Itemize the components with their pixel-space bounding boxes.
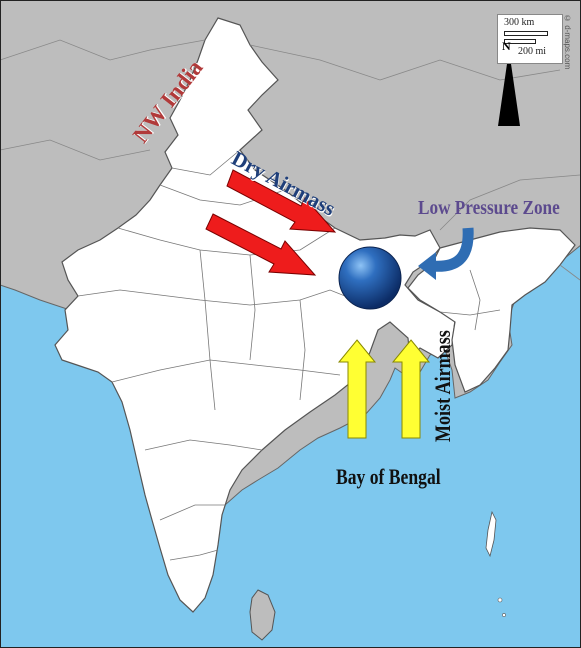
moist-arrow-right — [391, 339, 431, 439]
scale-mi-label: 200 mi — [518, 46, 547, 57]
curved-arrow-head — [418, 252, 436, 280]
curved-arrow-shaft — [431, 227, 474, 272]
bay-of-bengal-label: Bay of Bengal — [336, 464, 441, 489]
india-landmass — [54, 17, 456, 613]
low-pressure-zone-label: Low Pressure Zone — [418, 197, 560, 219]
moist-airmass-label: Moist Airmass — [430, 330, 455, 442]
dry-airmass-arrows — [205, 169, 337, 276]
map-credit: © d-maps.com — [563, 14, 572, 70]
dry-arrow-lower — [205, 213, 317, 276]
nicobar-island-2 — [502, 613, 506, 617]
nicobar-island — [497, 597, 503, 603]
scale-mi-bar — [504, 39, 536, 44]
andaman-islands — [485, 510, 497, 558]
state-borders — [77, 149, 501, 561]
sri-lanka — [249, 589, 276, 641]
scale-km-label: 300 km — [504, 17, 535, 28]
moist-arrow-left — [337, 339, 377, 439]
north-arrow-icon — [498, 50, 520, 126]
moist-airmass-arrows — [337, 339, 431, 439]
scale-bar: 300 km 200 mi — [497, 14, 563, 64]
scale-km-bar — [504, 31, 548, 36]
dry-arrow-upper — [226, 169, 337, 233]
low-pressure-circle — [338, 246, 402, 310]
north-label: N — [502, 39, 511, 53]
